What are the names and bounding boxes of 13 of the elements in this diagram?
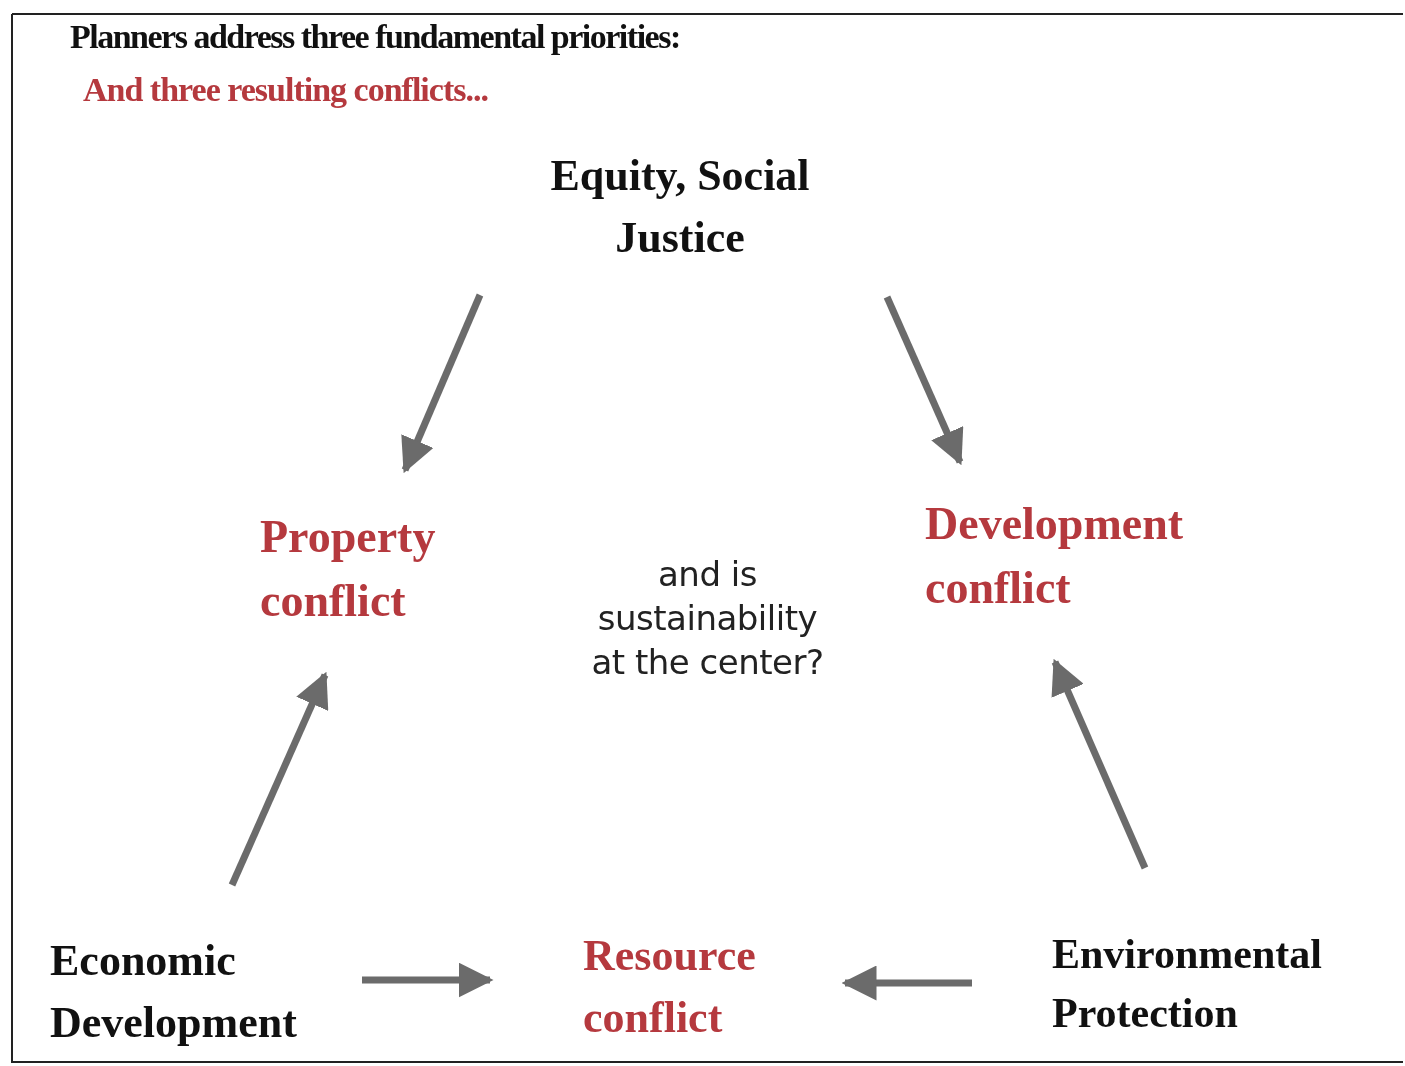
priority-label: Environmental Protection [1052, 930, 1323, 1038]
subheading: And three resulting conflicts... [83, 70, 489, 110]
arrow [401, 293, 484, 474]
heading: Planners address three fundamental priorities: [70, 18, 680, 56]
priority-label: Equity, Social Justice [549, 150, 811, 264]
arrow [228, 671, 329, 887]
center-question: and is sustainability at the center? [590, 553, 825, 685]
priority-label: Economic Development [50, 935, 298, 1049]
conflict-label: Development conflict [925, 497, 1185, 616]
conflict-label: Property conflict [260, 510, 437, 629]
arrow [883, 295, 964, 466]
conflict-label: Resource conflict [583, 930, 757, 1044]
arrow [1051, 658, 1149, 870]
